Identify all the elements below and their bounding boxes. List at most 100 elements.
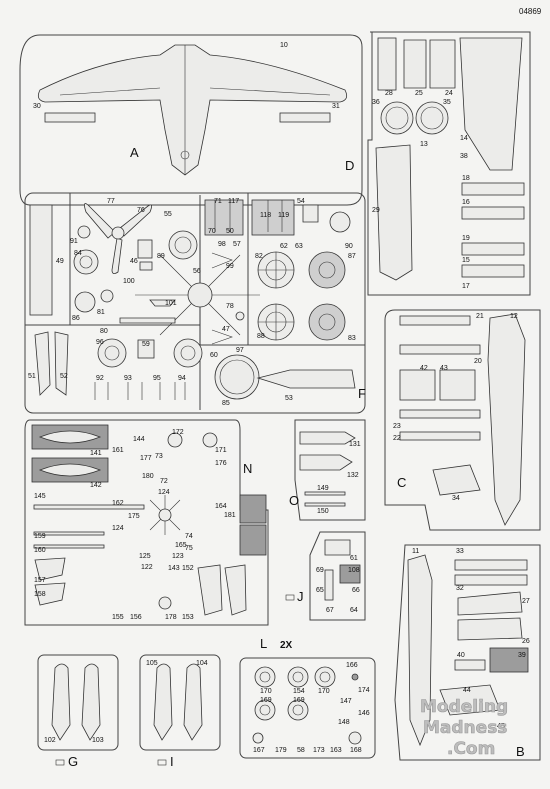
part-number-142: 142 — [90, 482, 102, 489]
part-number-171: 171 — [215, 447, 227, 454]
part-number-86: 86 — [72, 315, 80, 322]
part-31-shape — [279, 112, 331, 123]
part-number-84: 84 — [74, 250, 82, 257]
part-number-78: 78 — [226, 303, 234, 310]
part-70-50-shape — [204, 199, 244, 236]
part-number-90: 90 — [345, 243, 353, 250]
part-number-76: 76 — [137, 207, 145, 214]
watermark: Modeling Madness .Com — [420, 697, 509, 760]
part-number-150: 150 — [317, 508, 329, 515]
part-number-74: 74 — [185, 533, 193, 540]
part-number-145: 145 — [34, 493, 46, 500]
part-number-89: 89 — [157, 253, 165, 260]
part-number-43: 43 — [440, 365, 448, 372]
fin-part — [375, 144, 413, 281]
part-number-87: 87 — [348, 253, 356, 260]
part-number-23: 23 — [393, 423, 401, 430]
part-number-80: 80 — [100, 328, 108, 335]
part-number-21: 21 — [476, 313, 484, 320]
part-number-12: 12 — [510, 313, 518, 320]
part-number-47: 47 — [222, 326, 230, 333]
part-number-75: 75 — [185, 545, 193, 552]
part-number-148: 148 — [338, 719, 350, 726]
part-number-62: 62 — [280, 243, 288, 250]
part-number-15: 15 — [462, 257, 470, 264]
sprue-d: 28 25 24 36 35 14 13 38 29 18 16 19 15 1… — [345, 31, 531, 296]
sprue-n: 172 144 141 161 177 73 171 176 72 142 18… — [24, 419, 269, 626]
sprue-letter-j: J — [297, 589, 304, 604]
part-number-155: 155 — [112, 614, 124, 621]
part-number-38: 38 — [460, 153, 468, 160]
part-number-181: 181 — [224, 512, 236, 519]
part-number-63: 63 — [295, 243, 303, 250]
part-number-95: 95 — [153, 375, 161, 382]
part-number-158: 158 — [34, 591, 46, 598]
watermark-line-2: Madness — [423, 718, 507, 738]
wing-upper-part — [37, 44, 348, 176]
part-number-102: 102 — [44, 737, 56, 744]
part-number-167: 167 — [253, 747, 265, 754]
part-number-67: 67 — [326, 607, 334, 614]
part-number-45: 45 — [497, 723, 505, 730]
part-number-94: 94 — [178, 375, 186, 382]
part-number-146: 146 — [358, 710, 370, 717]
part-number-17: 17 — [462, 283, 470, 290]
watermark-line-1: Modeling — [420, 697, 508, 717]
part-number-180: 180 — [142, 473, 154, 480]
part-number-101: 101 — [165, 300, 177, 307]
sprue-c: 21 12 20 42 43 23 22 34 C — [384, 309, 541, 531]
part-number-88: 88 — [257, 333, 265, 340]
part-number-64: 64 — [350, 607, 358, 614]
part-number-60: 60 — [210, 352, 218, 359]
part-number-35: 35 — [443, 99, 451, 106]
part-number-163: 163 — [330, 747, 342, 754]
part-number-173: 173 — [313, 747, 325, 754]
part-number-14: 14 — [460, 135, 468, 142]
part-number-11: 11 — [412, 548, 419, 555]
part-number-100: 100 — [123, 278, 135, 285]
part-number-54: 54 — [297, 198, 305, 205]
part-118-119-shape — [251, 199, 295, 236]
part-number-99: 99 — [226, 263, 234, 270]
part-number-131: 131 — [349, 441, 361, 448]
part-number-65: 65 — [316, 587, 324, 594]
part-number-58: 58 — [297, 747, 305, 754]
part-number-123: 123 — [172, 553, 184, 560]
part-number-168: 168 — [350, 747, 362, 754]
part-number-81: 81 — [97, 309, 105, 316]
part-number-27: 27 — [522, 598, 530, 605]
part-number-154: 154 — [293, 688, 305, 695]
part-number-97: 97 — [236, 347, 244, 354]
sprue-e: 77 76 91 84 49 55 86 81 46 89 71 117 118… — [24, 192, 366, 414]
part-number-53: 53 — [285, 395, 293, 402]
part-number-162: 162 — [112, 500, 124, 507]
part-49-shape — [29, 204, 53, 316]
part-number-178: 178 — [165, 614, 177, 621]
part-number-50: 50 — [226, 228, 234, 235]
part-number-156: 156 — [130, 614, 142, 621]
part-number-85: 85 — [222, 400, 230, 407]
part-number-118: 118 — [260, 212, 271, 219]
part-number-172: 172 — [172, 429, 184, 436]
part-number-179: 179 — [275, 747, 287, 754]
part-number-70: 70 — [208, 228, 216, 235]
sprue-letter-g: G — [68, 754, 78, 769]
part-28-shape — [377, 37, 397, 91]
part-53-shape — [256, 369, 356, 389]
part-number-160: 160 — [34, 547, 46, 554]
part-number-104: 104 — [196, 660, 208, 667]
sprue-g: 102 103 G — [37, 654, 119, 769]
part-number-29: 29 — [372, 207, 380, 214]
part-number-20: 20 — [474, 358, 482, 365]
part-number-10: 10 — [280, 42, 288, 49]
part-number-96: 96 — [96, 339, 104, 346]
part-number-40: 40 — [457, 652, 465, 659]
part-number-73: 73 — [155, 453, 163, 460]
part-number-59: 59 — [142, 341, 150, 348]
part-number-69: 69 — [316, 567, 324, 574]
part-number-132: 132 — [347, 472, 359, 479]
part-number-122: 122 — [141, 564, 153, 571]
part-number-91: 91 — [70, 238, 78, 245]
part-number-103: 103 — [92, 737, 104, 744]
part-number-22: 22 — [393, 435, 401, 442]
